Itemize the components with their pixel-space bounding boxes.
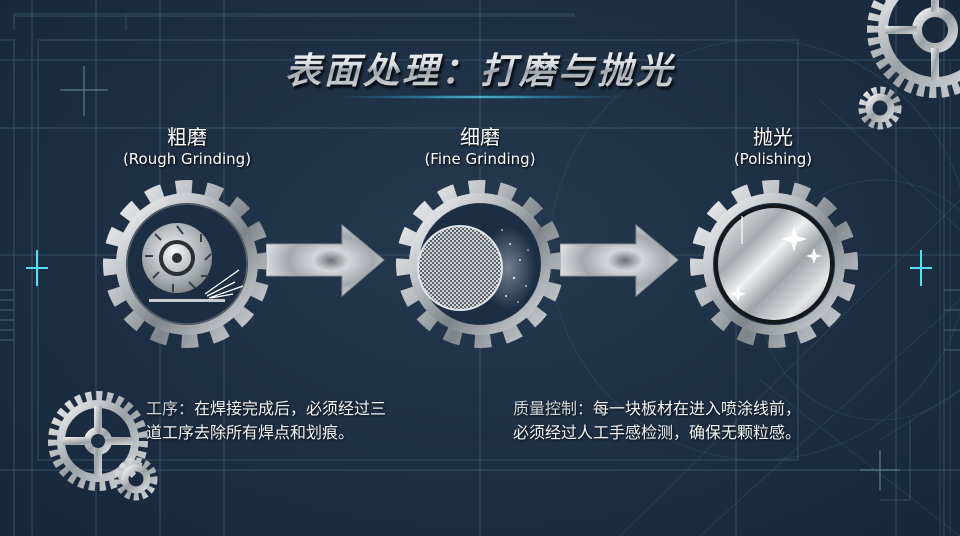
quality-line2: 必须经过人工手感检测，确保无颗粒感。 [513, 423, 802, 442]
quality-line1: 每一块板材在进入喷涂线前， [593, 399, 802, 418]
stage-fine-grinding: 细磨 (Fine Grinding) [380, 125, 580, 169]
page-title: 表面处理：打磨与抛光 [0, 42, 960, 94]
process-label: 工序： [146, 399, 195, 418]
stage-title-en: (Fine Grinding) [424, 150, 536, 168]
arrow-right-icon [266, 223, 385, 298]
corner-gear-small-icon [858, 86, 902, 130]
stage-title-cn: 粗磨 [167, 125, 207, 149]
process-line2: 道工序去除所有焊点和划痕。 [146, 423, 355, 442]
corner-gear-large-icon [867, 0, 960, 98]
stage-rough-grinding: 粗磨 (Rough Grinding) [87, 125, 287, 169]
stage-title-en: (Rough Grinding) [122, 150, 252, 168]
arrow-right-icon [560, 223, 679, 298]
fine-mesh-disc-icon [396, 180, 564, 348]
stage-title-cn: 抛光 [753, 125, 793, 149]
stage-title-cn: 细磨 [460, 125, 500, 149]
process-note: 工序：在焊接完成后，必须经过三 道工序去除所有焊点和划痕。 [146, 397, 386, 445]
quality-note: 质量控制：每一块板材在进入喷涂线前， 必须经过人工手感检测，确保无颗粒感。 [513, 397, 801, 445]
polished-mirror-icon [690, 180, 858, 348]
crosshair-icon [26, 250, 932, 286]
grinding-wheel-icon [103, 180, 271, 348]
stage-polishing: 抛光 (Polishing) [673, 125, 873, 169]
quality-label: 质量控制： [513, 399, 594, 418]
bottom-left-gear-icon [48, 391, 158, 501]
stage-title-en: (Polishing) [733, 150, 813, 168]
process-line1: 在焊接完成后，必须经过三 [194, 399, 387, 418]
title-glow-line [330, 95, 630, 99]
